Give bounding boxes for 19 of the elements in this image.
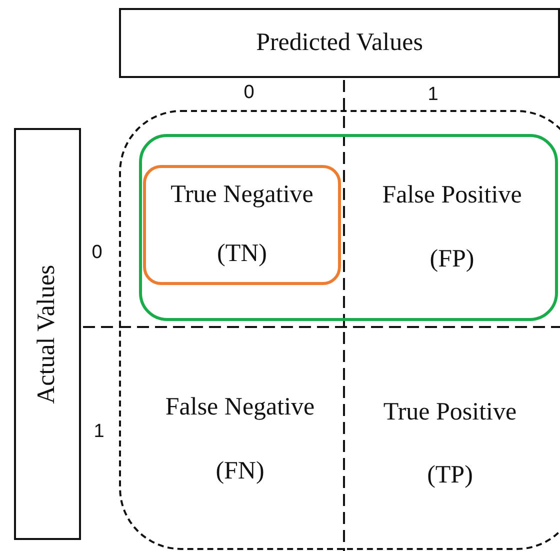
axis-title: Predicted Values: [256, 28, 423, 58]
cell-label: (TN): [217, 240, 267, 269]
cell-label: (TP): [427, 462, 473, 490]
cell-label: False Positive: [382, 182, 522, 210]
cell-label: False Negative: [165, 394, 315, 422]
axis-tick: 1: [94, 421, 104, 443]
axis-title: Actual Values: [33, 264, 62, 404]
axis-tick: 1: [428, 84, 438, 106]
cell-highlight: [143, 165, 341, 285]
title-box: [14, 128, 81, 540]
cell-label: (FP): [430, 246, 474, 274]
axis-tick: 0: [92, 242, 102, 264]
axis-tick: 0: [244, 82, 254, 104]
cell-label: True Positive: [383, 398, 517, 428]
title-box: [119, 8, 560, 78]
matrix-outline: [119, 110, 560, 550]
cell-label: (FN): [216, 458, 264, 486]
cell-label: True Negative: [170, 181, 314, 210]
row-highlight: [139, 134, 558, 321]
